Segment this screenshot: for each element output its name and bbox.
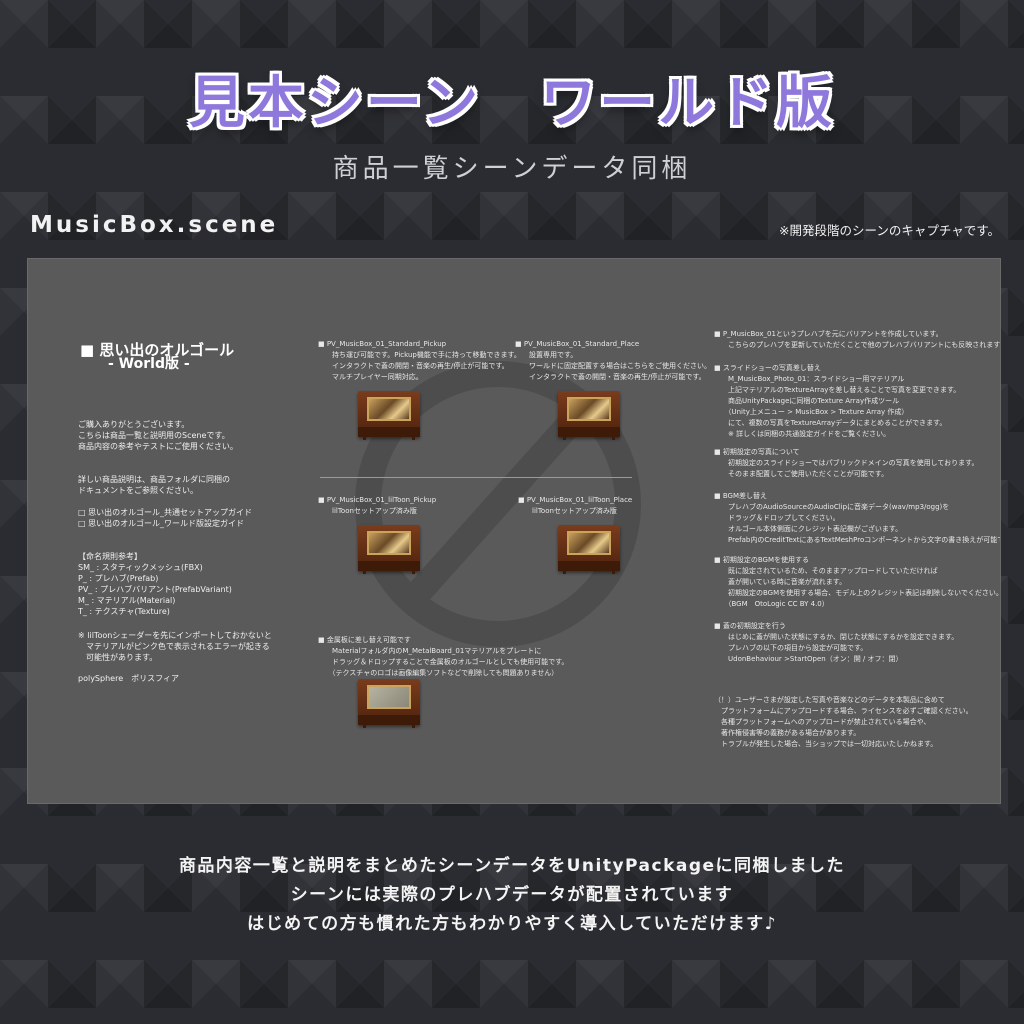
place-description: ■ PV_MusicBox_01_Standard_Place 設置専用です。 … [515, 340, 711, 381]
scene-name: MusicBox.scene [30, 212, 279, 238]
caption-line-1: 商品内容一覧と説明をまとめたシーンデータをUnityPackageに同梱しました [178, 856, 846, 876]
no-symbol-watermark-icon [355, 361, 641, 647]
musicbox-place-model[interactable] [558, 391, 620, 440]
variant-note: ■ P_MusicBox_01というプレハブを元にバリアントを作成しています。 … [714, 330, 1001, 349]
thanks-text: ご購入ありがとうございます。 こちらは商品一覧と説明用のSceneです。 商品内… [78, 420, 238, 451]
metal-board-description: ■ 金属板に差し替え可能です Materialフォルダ内のM_MetalBoar… [318, 636, 569, 677]
liltoon-pickup-description: ■ PV_MusicBox_01_lilToon_Pickup lilToonセ… [318, 496, 437, 515]
bgm-note: ■ BGM差し替え プレハブのAudioSourceのAudioClipに音楽デ… [714, 492, 1001, 544]
musicbox-metal-model[interactable] [358, 679, 420, 728]
product-subtitle: - World版 - [108, 356, 190, 372]
liltoon-note: ※ lilToonシェーダーを先にインポートしておかないと マテリアルがピンク色… [78, 631, 272, 662]
naming-rules: 【命名規則参考】 SM_ : スタティックメッシュ(FBX) P_ : プレハブ… [78, 552, 232, 616]
caption-line-3: はじめての方も慣れた方もわかりやすく導入していただけます♪ [247, 914, 777, 934]
scene-view-panel[interactable]: ■ 思い出のオルゴール - World版 - ご購入ありがとうございます。 こち… [27, 258, 1001, 804]
page-title: 見本シーン ワールド版 [188, 71, 836, 136]
capture-note: ※開発段階のシーンのキャプチャです。 [779, 223, 1000, 238]
caption: 商品内容一覧と説明をまとめたシーンデータをUnityPackageに同梱しました… [0, 852, 1024, 939]
pickup-description: ■ PV_MusicBox_01_Standard_Pickup 持ち運び可能で… [318, 340, 521, 381]
musicbox-pickup-model[interactable] [358, 391, 420, 440]
product-title: ■ 思い出のオルゴール [80, 341, 235, 359]
guides-list: □ 思い出のオルゴール_共通セットアップガイド □ 思い出のオルゴール_ワールド… [78, 508, 252, 528]
liltoon-place-description: ■ PV_MusicBox_01_lilToon_Place lilToonセッ… [518, 496, 633, 515]
docs-text: 詳しい商品説明は、商品フォルダに同梱の ドキュメントをご参照ください。 [78, 475, 230, 495]
musicbox-liltoon-place-model[interactable] [558, 525, 620, 574]
license-disclaimer: （！）ユーザーさまが設定した写真や音楽などのデータを本製品に含めて プラットフォ… [714, 696, 973, 748]
divider [320, 477, 632, 478]
lid-setting-note: ■ 蓋の初期設定を行う はじめに蓋が開いた状態にするか、閉じた状態にするかを設定… [714, 622, 959, 663]
credit-text: polySphere ポリスフィア [78, 674, 179, 683]
photos-note: ■ 初期設定の写真について 初期設定のスライドショーではパブリックドメインの写真… [714, 448, 979, 478]
page-subtitle: 商品一覧シーンデータ同梱 [332, 154, 692, 184]
initial-bgm-note: ■ 初期設定のBGMを使用する 既に設定されているため、そのままアップロードして… [714, 556, 1001, 608]
slideshow-note: ■ スライドショーの写真差し替え M_MusicBox_Photo_01：スライ… [714, 364, 961, 438]
caption-line-2: シーンには実際のプレハブデータが配置されています [290, 885, 734, 905]
musicbox-liltoon-pickup-model[interactable] [358, 525, 420, 574]
